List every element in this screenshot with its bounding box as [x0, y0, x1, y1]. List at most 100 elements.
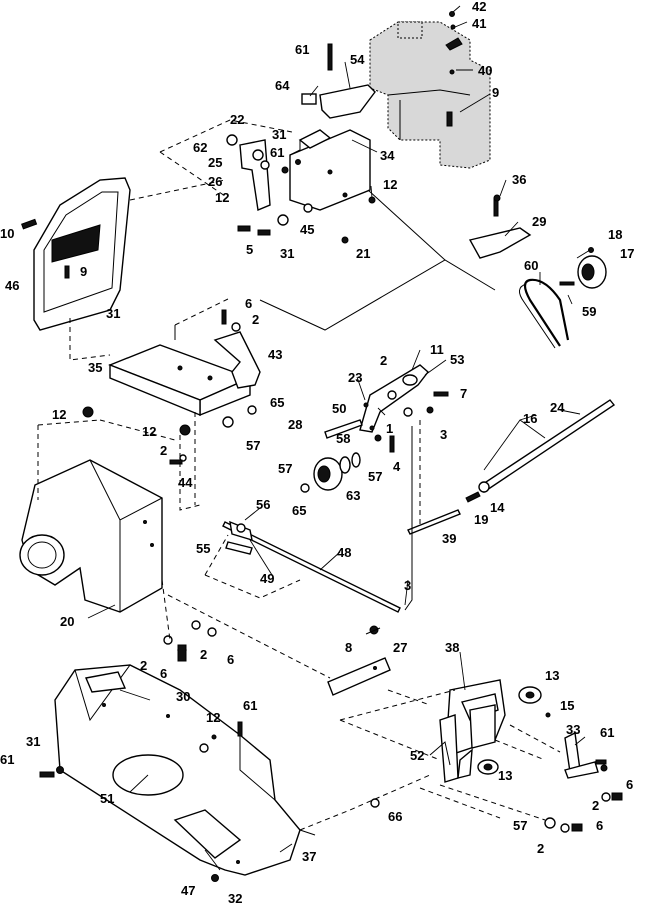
cover-37: [39, 664, 301, 882]
bracket-27: [327, 657, 391, 696]
callout-15: 15: [560, 698, 574, 713]
callout-32: 32: [228, 891, 242, 906]
callout-12: 12: [215, 190, 229, 205]
callout-34: 34: [380, 148, 395, 163]
callout-65: 65: [270, 395, 284, 410]
callout-63: 63: [346, 488, 360, 503]
callout-42: 42: [472, 0, 486, 14]
callout-4: 4: [393, 459, 401, 474]
callout-6: 6: [626, 777, 633, 792]
callout-19: 19: [474, 512, 488, 527]
callout-57: 57: [368, 469, 382, 484]
callout-2: 2: [200, 647, 207, 662]
callout-53: 53: [450, 352, 464, 367]
callout-3: 3: [440, 427, 447, 442]
housing-20: [19, 459, 163, 613]
callout-65: 65: [292, 503, 306, 518]
belt-60: [519, 278, 570, 349]
callout-8: 8: [345, 640, 352, 655]
callout-12: 12: [52, 407, 66, 422]
callout-12: 12: [142, 424, 156, 439]
callout-64: 64: [275, 78, 290, 93]
callout-29: 29: [532, 214, 546, 229]
callout-46: 46: [5, 278, 19, 293]
callout-7: 7: [460, 386, 467, 401]
callout-61: 61: [0, 752, 14, 767]
callout-35: 35: [88, 360, 102, 375]
engine: [369, 21, 491, 169]
callout-50: 50: [332, 401, 346, 416]
callout-44: 44: [178, 475, 193, 490]
callout-9: 9: [80, 264, 87, 279]
callout-2: 2: [592, 798, 599, 813]
callout-5: 5: [246, 242, 253, 257]
rod-39: [404, 426, 461, 611]
callout-54: 54: [350, 52, 365, 67]
mounting-plate-34: [289, 129, 371, 211]
bracket-29: [468, 194, 532, 259]
assembly-lines: [37, 119, 561, 836]
callout-61: 61: [600, 725, 614, 740]
callout-49: 49: [260, 571, 274, 586]
leader-lines: [87, 5, 591, 871]
callout-14: 14: [490, 500, 505, 515]
bracket-54: [301, 43, 376, 119]
callout-58: 58: [336, 431, 350, 446]
crank-33: [370, 731, 623, 833]
callout-51: 51: [100, 791, 114, 806]
callout-11: 11: [430, 342, 444, 357]
callout-20: 20: [60, 614, 74, 629]
bracket-43: [82, 309, 261, 465]
pulley-63: [300, 452, 361, 493]
callout-25: 25: [208, 155, 222, 170]
callout-60: 60: [524, 258, 538, 273]
callout-45: 45: [300, 222, 314, 237]
callout-30: 30: [176, 689, 190, 704]
callout-48: 48: [337, 545, 351, 560]
callout-61: 61: [270, 145, 284, 160]
callout-57: 57: [513, 818, 527, 833]
callout-27: 27: [393, 640, 407, 655]
callout-18: 18: [608, 227, 622, 242]
callout-31: 31: [280, 246, 294, 261]
control-lever: [324, 364, 449, 453]
callout-6: 6: [596, 818, 603, 833]
shaft-24: [465, 399, 616, 503]
callout-57: 57: [246, 438, 260, 453]
callout-33: 33: [566, 722, 580, 737]
callout-36: 36: [512, 172, 526, 187]
callout-61: 61: [295, 42, 309, 57]
callout-22: 22: [230, 112, 244, 127]
washers-13: [477, 686, 551, 775]
callout-31: 31: [106, 306, 120, 321]
callout-23: 23: [348, 370, 362, 385]
callout-62: 62: [193, 140, 207, 155]
callout-38: 38: [445, 640, 459, 655]
callout-55: 55: [196, 541, 210, 556]
handle-46: [21, 177, 131, 331]
callout-6: 6: [227, 652, 234, 667]
callout-2: 2: [537, 841, 544, 856]
callout-6: 6: [160, 666, 167, 681]
callout-labels: 42 41 40 61 64 54 9 22 62 31 25 61 34 26…: [0, 0, 634, 906]
callout-3: 3: [404, 578, 411, 593]
pulley-17: [559, 247, 607, 289]
callout-1: 1: [386, 421, 393, 436]
callout-31: 31: [26, 734, 40, 749]
linkage-22: [226, 134, 376, 244]
callout-56: 56: [256, 497, 270, 512]
callout-9: 9: [492, 85, 499, 100]
callout-24: 24: [550, 400, 565, 415]
callout-2: 2: [160, 443, 167, 458]
callout-13: 13: [498, 768, 512, 783]
frame-plate-35: [108, 344, 252, 417]
callout-21: 21: [356, 246, 370, 261]
callout-2: 2: [252, 312, 259, 327]
callout-28: 28: [288, 417, 302, 432]
callout-43: 43: [268, 347, 282, 362]
callout-37: 37: [302, 849, 316, 864]
callout-52: 52: [410, 748, 424, 763]
callout-26: 26: [208, 174, 222, 189]
callout-31: 31: [272, 127, 286, 142]
